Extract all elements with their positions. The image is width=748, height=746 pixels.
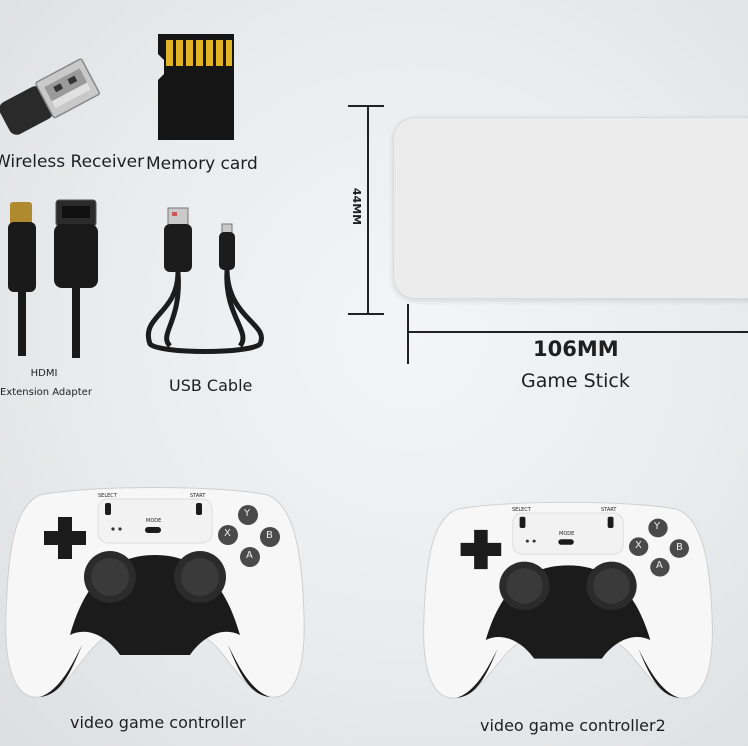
controller-2-button-b: B	[676, 542, 683, 553]
hdmi-label-line1: HDMI	[30, 368, 58, 379]
controller-2-body	[423, 501, 713, 699]
wireless-receiver-label: Wireless Receiver	[0, 152, 145, 172]
hdmi-adapter-label: HDMI Extension Adapter	[0, 364, 92, 402]
usb-cable-label: USB Cable	[169, 376, 253, 395]
controller-2-button-x: X	[635, 540, 642, 551]
usb-cable-image	[145, 207, 264, 354]
controller-1-mode-label: MODE	[146, 518, 162, 524]
controller-2-button-y: Y	[654, 521, 661, 532]
game-stick-label: Game Stick	[521, 370, 630, 392]
controller-2-label: video game controller2	[480, 716, 666, 735]
controller-1-button-a: A	[246, 550, 253, 561]
controller-2-mode-label: MODE	[559, 531, 575, 537]
game-stick-body	[393, 117, 748, 299]
memory-card-image	[158, 34, 234, 140]
height-dimension-line	[348, 105, 384, 315]
controller-1-select-label: SELECT	[98, 493, 117, 499]
controller-2: SELECT START MODE Y X B A	[418, 500, 718, 710]
controller-2-select-label: SELECT	[512, 507, 531, 513]
hdmi-adapter-image	[8, 199, 98, 358]
controller-2-button-a: A	[656, 560, 663, 571]
controller-1-button-b: B	[266, 530, 273, 541]
memory-card-label: Memory card	[146, 154, 258, 174]
width-dimension-line	[407, 304, 748, 364]
controller-1-start-label: START	[190, 493, 206, 499]
controller-2-start-label: START	[601, 507, 617, 513]
controller-1-body	[5, 487, 305, 698]
controller-1-button-x: X	[224, 528, 231, 539]
controller-1: SELECT START MODE Y X B A	[0, 485, 310, 710]
width-dimension-label: 106MM	[533, 337, 619, 361]
hdmi-label-line2: Extension Adapter	[0, 387, 92, 398]
controller-1-button-y: Y	[244, 508, 251, 519]
height-dimension-label: 44MM	[350, 187, 364, 226]
controller-1-label: video game controller	[70, 713, 246, 732]
wireless-receiver-image	[0, 58, 100, 135]
